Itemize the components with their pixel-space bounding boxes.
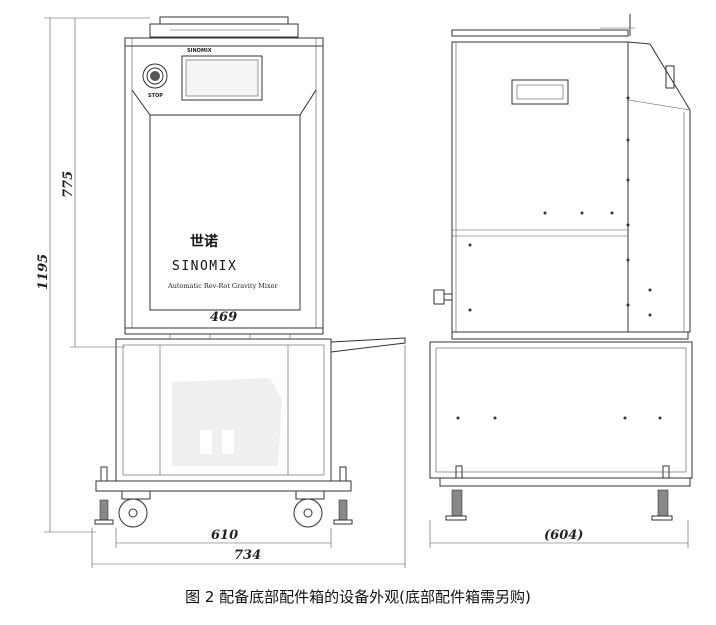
upper-panel-edge bbox=[131, 89, 317, 116]
front-dimensions: 1195 775 610 734 bbox=[36, 17, 406, 568]
side-panel-front bbox=[627, 41, 691, 333]
brand-tag: SINOMIX bbox=[187, 48, 212, 54]
product-line: Automatic Rev-Rot Gravity Mixer bbox=[167, 282, 278, 290]
side-screws bbox=[468, 96, 652, 317]
side-stand bbox=[429, 341, 693, 479]
overall-width-label: 734 bbox=[234, 548, 261, 563]
brand-chinese: 世诺 bbox=[190, 233, 218, 250]
machine-height-label: 775 bbox=[61, 171, 76, 198]
brand-latin: SINOMIX bbox=[172, 259, 237, 274]
side-label-window bbox=[511, 79, 569, 105]
top-lid-base bbox=[149, 23, 299, 38]
stop-label: STOP bbox=[148, 93, 163, 99]
front-view: SINOMIX STOP 世诺 SINOMIX Automatic Rev-Ro… bbox=[94, 16, 406, 528]
side-feet bbox=[445, 465, 673, 521]
side-depth-label: (604) bbox=[544, 528, 583, 543]
side-view bbox=[429, 14, 693, 521]
caster-wheels bbox=[118, 490, 325, 528]
stop-knob-icon bbox=[142, 63, 168, 89]
figure-caption: 图 2 配备底部配件箱的设备外观(底部配件箱需另购) bbox=[185, 588, 531, 606]
top-lid bbox=[159, 16, 289, 25]
touchscreen bbox=[181, 55, 263, 101]
stand-width-label: 610 bbox=[211, 528, 238, 543]
total-height-label: 1195 bbox=[36, 254, 51, 290]
side-dimensions: (604) bbox=[429, 520, 689, 548]
front-base bbox=[95, 480, 352, 492]
lower-panel bbox=[149, 115, 301, 311]
panel-width-label: 469 bbox=[210, 310, 237, 325]
side-tray bbox=[330, 337, 406, 353]
leveling-feet bbox=[94, 466, 353, 525]
side-cabinet bbox=[451, 41, 629, 333]
